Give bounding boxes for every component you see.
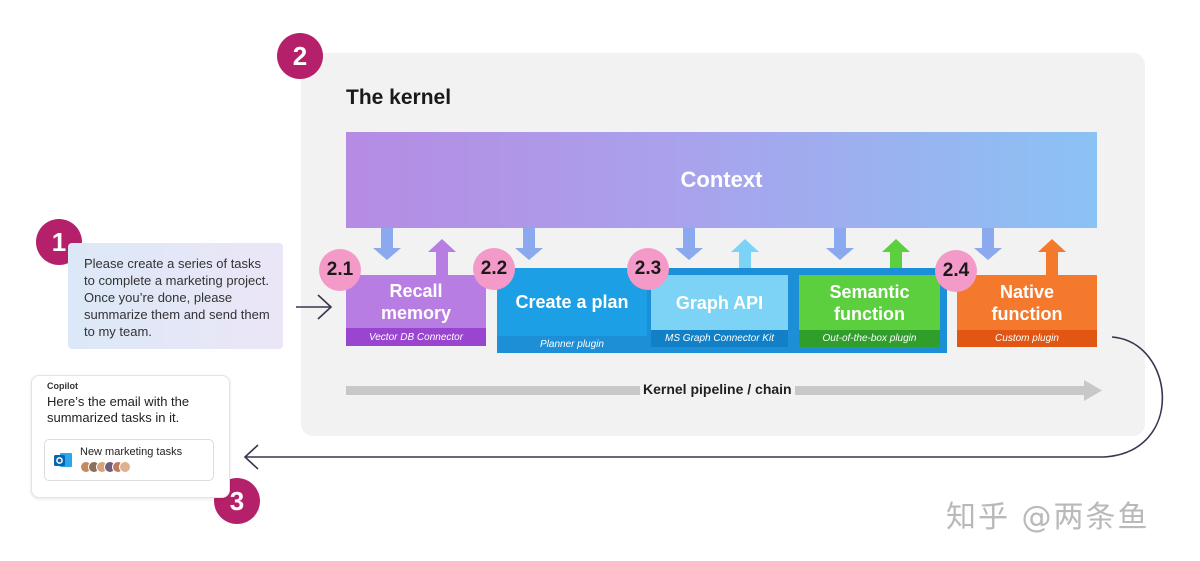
step-1-badge: 1 xyxy=(36,219,82,265)
create-plan-tag: Planner plugin xyxy=(540,339,604,350)
native-function-box: Native function xyxy=(957,275,1097,330)
recall-memory-box: Recall memory xyxy=(346,275,486,328)
graph-api-box: Graph API xyxy=(651,275,788,330)
kernel-title: The kernel xyxy=(346,86,452,109)
context-label: Context xyxy=(680,167,763,192)
create-plan-box: Create a plan xyxy=(497,268,647,336)
prompt-card xyxy=(68,243,283,349)
step-2-3-badge: 2.3 xyxy=(627,248,669,290)
copilot-message: Here’s the email with the summarized tas… xyxy=(47,394,190,425)
semantic-function-title: Semantic function xyxy=(829,281,910,324)
step-2-1-badge: 2.1 xyxy=(319,249,361,291)
semantic-function-tag: Out-of-the-box plugin xyxy=(799,330,940,347)
graph-api-title: Graph API xyxy=(675,292,764,313)
create-plan-title: Create a plan xyxy=(515,292,629,312)
context-block: Context xyxy=(346,132,1097,228)
native-function-tag: Custom plugin xyxy=(957,330,1097,347)
semantic-function-box: Semantic function xyxy=(799,275,940,330)
recall-memory-tag: Vector DB Connector xyxy=(346,328,486,346)
copilot-label: Copilot xyxy=(47,381,78,391)
step-2-badge: 2 xyxy=(277,33,323,79)
outlook-icon xyxy=(54,453,72,467)
prompt-text: Please create a series of tasks to compl… xyxy=(84,256,270,339)
native-function-title: Native function xyxy=(991,281,1063,324)
graph-api-tag: MS Graph Connector Kit xyxy=(651,330,788,347)
step-3-badge: 3 xyxy=(214,478,260,524)
recall-memory-title: Recall memory xyxy=(380,280,452,323)
watermark: 知乎 @两条鱼 xyxy=(946,500,1150,535)
email-attachment[interactable] xyxy=(44,439,214,481)
avatar xyxy=(119,461,131,473)
email-title: New marketing tasks xyxy=(80,446,183,458)
step-2-2-badge: 2.2 xyxy=(473,248,515,290)
pipeline-label: Kernel pipeline / chain xyxy=(640,381,795,397)
kernel-panel xyxy=(301,53,1145,436)
step-2-4-badge: 2.4 xyxy=(935,250,977,292)
